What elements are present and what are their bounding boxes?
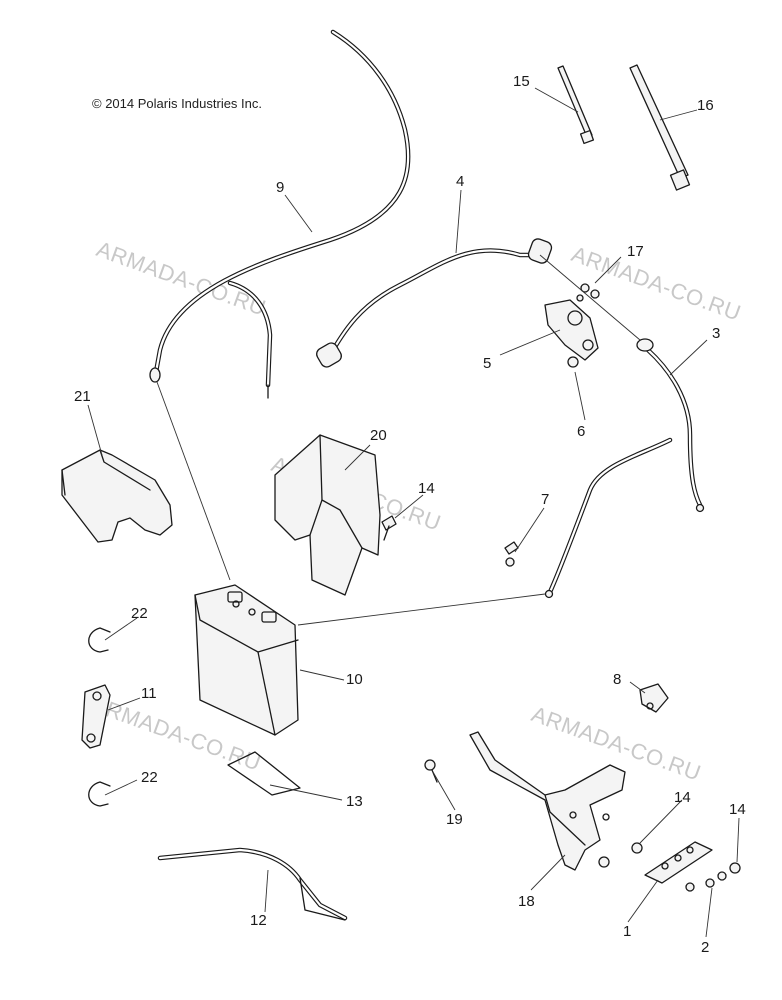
- clamp-8: [639, 683, 669, 713]
- strap-11: [81, 684, 111, 749]
- callout-18: 18: [518, 893, 535, 910]
- bolt-7: [504, 541, 519, 567]
- battery-holder-20: [274, 434, 381, 596]
- copyright-text: © 2014 Polaris Industries Inc.: [92, 96, 262, 111]
- callout-14-holder: 14: [418, 480, 435, 497]
- callout-7: 7: [541, 491, 549, 508]
- watermark-1: ARMADA-CO.RU: [93, 236, 269, 320]
- callout-10: 10: [346, 671, 363, 688]
- solenoid-5: [544, 294, 599, 361]
- callout-20: 20: [370, 427, 387, 444]
- callout-21: 21: [74, 388, 91, 405]
- callouts: 9 4 15 16 17 5 3 6 7 20 14 21 22 10 11 2…: [74, 73, 746, 956]
- callout-22-bottom: 22: [141, 769, 158, 786]
- callout-17: 17: [627, 243, 644, 260]
- callout-13: 13: [346, 793, 363, 810]
- screw-14-lower: [598, 842, 741, 874]
- screw-14-holder: [381, 515, 397, 541]
- callout-11: 11: [141, 685, 157, 702]
- callout-4: 4: [456, 173, 464, 190]
- callout-14-right: 14: [729, 801, 746, 818]
- screw-19: [424, 759, 438, 783]
- clip-22-top: [88, 627, 111, 653]
- callout-19: 19: [446, 811, 463, 828]
- positive-cable-4: [316, 238, 553, 368]
- callout-22-top: 22: [131, 605, 148, 622]
- cable-tie-16: [629, 64, 691, 191]
- callout-5: 5: [483, 355, 491, 372]
- negative-cable-3: [544, 338, 705, 599]
- mounting-bracket-18: [469, 731, 626, 871]
- cable-tie-15: [557, 65, 595, 145]
- callout-14-lower: 14: [674, 789, 691, 806]
- callout-3: 3: [712, 325, 720, 342]
- nut-17: [580, 283, 600, 299]
- callout-1: 1: [623, 923, 631, 940]
- callout-9: 9: [276, 179, 284, 196]
- callout-2: 2: [701, 939, 709, 956]
- watermark-2: ARMADA-CO.RU: [568, 241, 744, 325]
- battery-cable-9: [149, 29, 411, 399]
- battery-10: [194, 584, 299, 736]
- terminal-block-1: [644, 841, 713, 884]
- callout-15: 15: [513, 73, 530, 90]
- nut-6: [567, 356, 579, 368]
- callout-12: 12: [250, 912, 267, 929]
- nuts-2: [685, 871, 727, 892]
- rod-12: [157, 847, 348, 921]
- callout-6: 6: [577, 423, 585, 440]
- callout-16: 16: [697, 97, 714, 114]
- pad-13: [227, 751, 301, 796]
- callout-8: 8: [613, 671, 621, 688]
- battery-pad-21: [61, 449, 173, 543]
- leader-lines: [87, 87, 740, 938]
- clip-22-bottom: [88, 781, 111, 807]
